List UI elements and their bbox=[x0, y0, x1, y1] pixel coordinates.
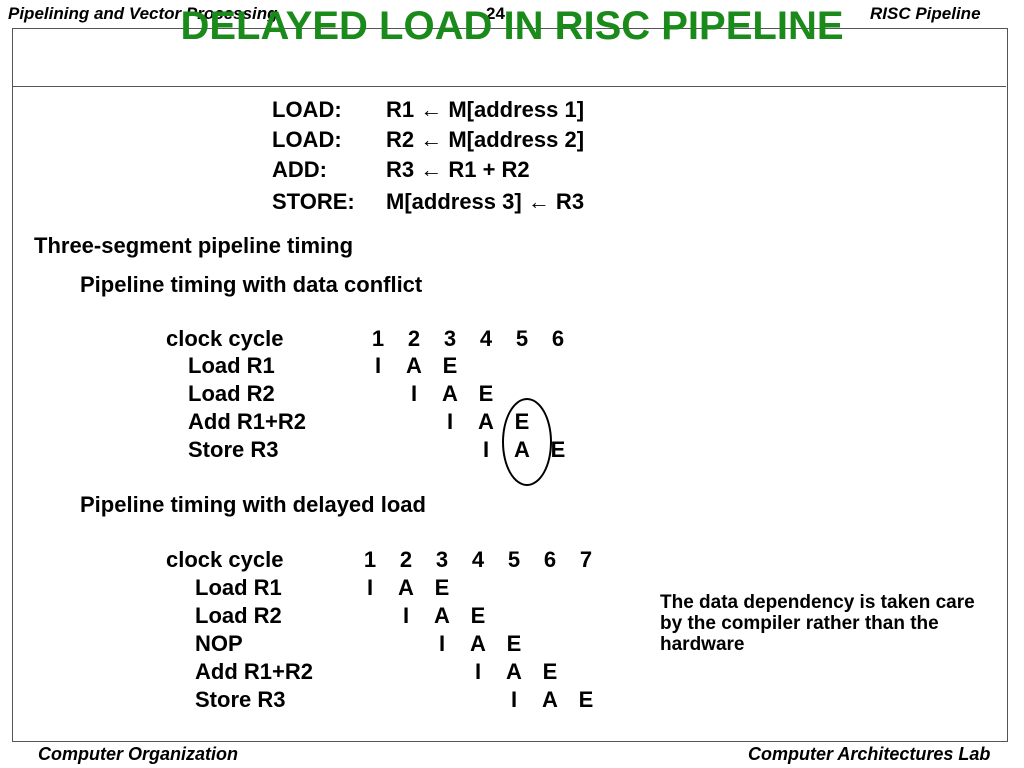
conflict-heading: Pipeline timing with data conflict bbox=[80, 272, 423, 297]
delayed-clock-label: clock cycle bbox=[166, 547, 284, 572]
delayed-row-label-1: Load R1 bbox=[195, 575, 282, 600]
conflict-highlight-ellipse bbox=[502, 398, 552, 486]
conflict-row-label-2: Load R2 bbox=[188, 381, 275, 406]
delayed-stage-r3-c3: I bbox=[438, 631, 446, 656]
code-expr-4: M[address 3] ← R3 bbox=[386, 189, 585, 214]
section-heading: Three-segment pipeline timing bbox=[34, 233, 354, 258]
delayed-stage-r5-c7: E bbox=[578, 687, 594, 712]
delayed-stage-r5-c5: I bbox=[510, 687, 518, 712]
conflict-cycle-6: 6 bbox=[551, 326, 565, 351]
footer-course: Computer Organization bbox=[38, 744, 239, 764]
delayed-stage-r4-c5: A bbox=[506, 659, 522, 684]
delayed-cycle-3: 3 bbox=[435, 547, 449, 572]
code-op-3: ADD: bbox=[272, 157, 327, 182]
title-bar bbox=[12, 28, 1006, 87]
code-expr-1: R1 ← M[address 1] bbox=[386, 97, 585, 122]
conflict-stage-r1-c3: E bbox=[442, 353, 458, 378]
conflict-row-label-1: Load R1 bbox=[188, 353, 275, 378]
delayed-stage-r2-c3: A bbox=[434, 603, 450, 628]
delayed-stage-r1-c2: A bbox=[398, 575, 414, 600]
delayed-heading: Pipeline timing with delayed load bbox=[80, 492, 426, 517]
delayed-cycle-5: 5 bbox=[507, 547, 521, 572]
delayed-cycle-1: 1 bbox=[363, 547, 377, 572]
page-number: 24 bbox=[486, 4, 505, 23]
delayed-cycle-7: 7 bbox=[579, 547, 593, 572]
conflict-stage-r2-c2: I bbox=[410, 381, 418, 406]
conflict-clock-label: clock cycle bbox=[166, 326, 284, 351]
conflict-row-label-3: Add R1+R2 bbox=[188, 409, 306, 434]
conflict-stage-r1-c1: I bbox=[374, 353, 382, 378]
slide-title: DELAYED LOAD IN RISC PIPELINE bbox=[180, 4, 844, 48]
conflict-stage-r1-c2: A bbox=[406, 353, 422, 378]
code-op-1: LOAD: bbox=[272, 97, 342, 122]
code-expr-3: R3 ← R1 + R2 bbox=[386, 157, 530, 182]
conflict-cycle-1: 1 bbox=[371, 326, 385, 351]
delayed-stage-r3-c5: E bbox=[506, 631, 522, 656]
conflict-cycle-3: 3 bbox=[443, 326, 457, 351]
delayed-stage-r1-c1: I bbox=[366, 575, 374, 600]
conflict-stage-r2-c3: A bbox=[442, 381, 458, 406]
conflict-cycle-2: 2 bbox=[407, 326, 421, 351]
delayed-stage-r2-c2: I bbox=[402, 603, 410, 628]
compiler-note: The data dependency is taken care by the… bbox=[660, 592, 975, 655]
conflict-stage-r4-c6: E bbox=[550, 437, 566, 462]
conflict-stage-r3-c3: I bbox=[446, 409, 454, 434]
delayed-cycle-6: 6 bbox=[543, 547, 557, 572]
slide-frame bbox=[12, 28, 1008, 742]
conflict-cycle-5: 5 bbox=[515, 326, 529, 351]
code-op-2: LOAD: bbox=[272, 127, 342, 152]
delayed-stage-r5-c6: A bbox=[542, 687, 558, 712]
delayed-cycle-4: 4 bbox=[471, 547, 485, 572]
delayed-row-label-3: NOP bbox=[195, 631, 243, 656]
header-topic: RISC Pipeline bbox=[870, 4, 981, 23]
delayed-stage-r4-c6: E bbox=[542, 659, 558, 684]
conflict-cycle-4: 4 bbox=[479, 326, 493, 351]
delayed-cycle-2: 2 bbox=[399, 547, 413, 572]
conflict-row-label-4: Store R3 bbox=[188, 437, 279, 462]
conflict-stage-r4-c4: I bbox=[482, 437, 490, 462]
code-op-4: STORE: bbox=[272, 189, 355, 214]
delayed-row-label-5: Store R3 bbox=[195, 687, 286, 712]
delayed-stage-r1-c3: E bbox=[434, 575, 450, 600]
delayed-stage-r2-c4: E bbox=[470, 603, 486, 628]
conflict-stage-r2-c4: E bbox=[478, 381, 494, 406]
delayed-row-label-4: Add R1+R2 bbox=[195, 659, 313, 684]
delayed-row-label-2: Load R2 bbox=[195, 603, 282, 628]
code-expr-2: R2 ← M[address 2] bbox=[386, 127, 585, 152]
delayed-stage-r3-c4: A bbox=[470, 631, 486, 656]
conflict-stage-r3-c4: A bbox=[478, 409, 494, 434]
delayed-stage-r4-c4: I bbox=[474, 659, 482, 684]
header-course-title: Pipelining and Vector Processing bbox=[8, 4, 278, 23]
footer-lab: Computer Architectures Lab bbox=[748, 744, 991, 764]
